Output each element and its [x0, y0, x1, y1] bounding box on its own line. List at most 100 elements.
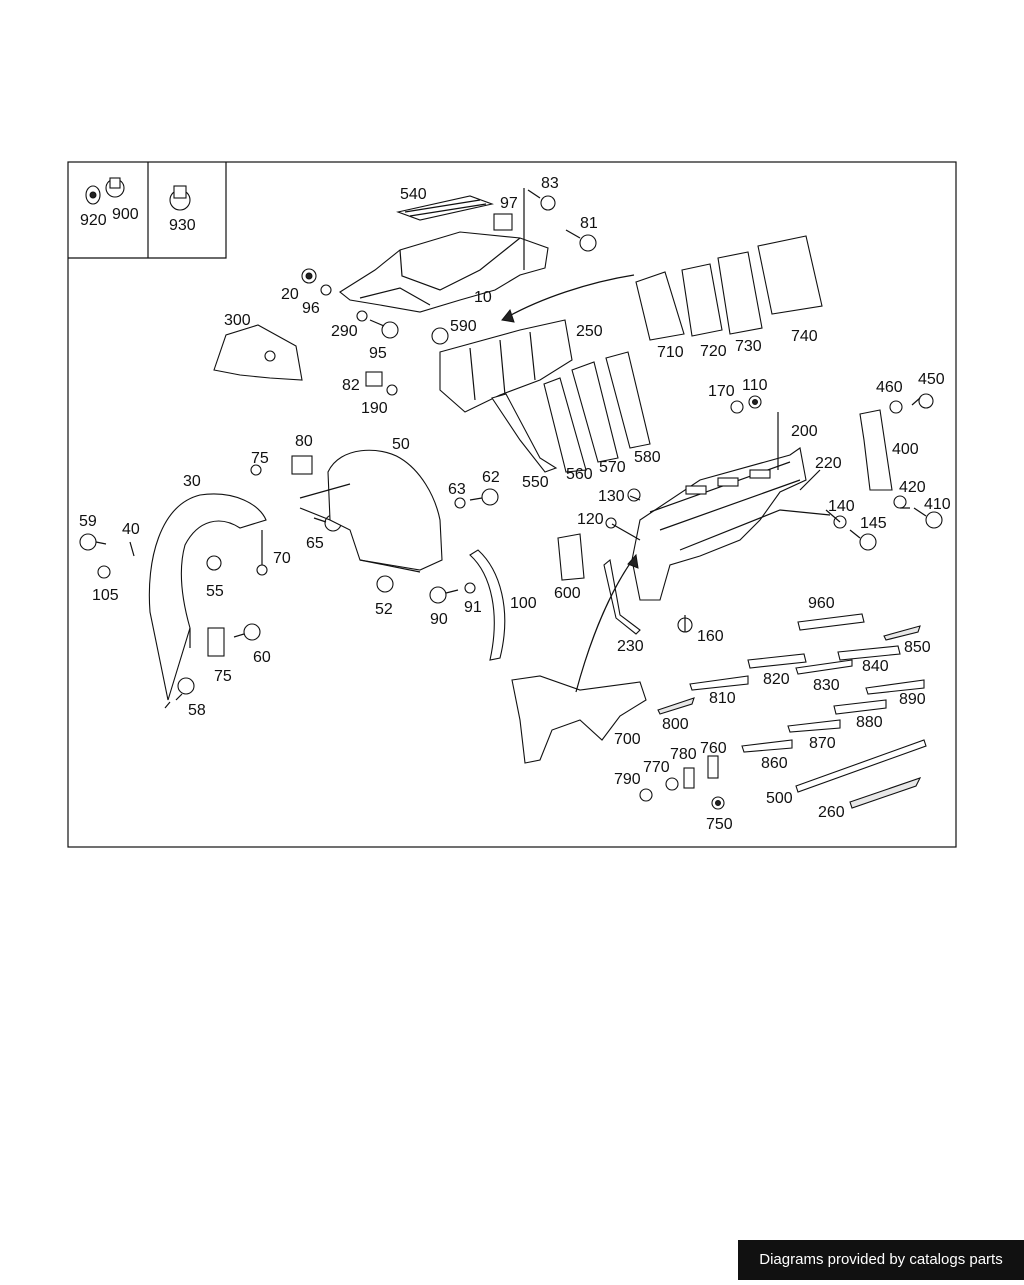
wheel-liner-50: [327, 449, 443, 571]
callout-120: 120: [577, 511, 604, 528]
callout-500: 500: [766, 790, 793, 807]
callout-10: 10: [474, 289, 492, 306]
callout-740: 740: [791, 328, 818, 345]
bumper-cover: [631, 447, 831, 601]
callout-930: 930: [169, 217, 196, 234]
callout-720: 720: [700, 343, 727, 360]
callout-880: 880: [856, 714, 883, 731]
callout-420: 420: [899, 479, 926, 496]
callout-81: 81: [580, 215, 598, 232]
callout-710: 710: [657, 344, 684, 361]
callout-780: 780: [670, 746, 697, 763]
seal-100: [469, 549, 506, 661]
callout-160: 160: [697, 628, 724, 645]
callout-250: 250: [576, 323, 603, 340]
callout-80: 80: [295, 433, 313, 450]
callout-20: 20: [281, 286, 299, 303]
callout-95: 95: [369, 345, 387, 362]
trim-strips: [657, 613, 927, 809]
callout-890: 890: [899, 691, 926, 708]
callout-580: 580: [634, 449, 661, 466]
callout-410: 410: [924, 496, 951, 513]
callout-850: 850: [904, 639, 931, 656]
callout-75-top: 75: [251, 450, 269, 467]
callout-65: 65: [306, 535, 324, 552]
flap-700: [511, 675, 647, 764]
callout-62: 62: [482, 469, 500, 486]
callout-450: 450: [918, 371, 945, 388]
underbody-panel: [439, 319, 573, 413]
callout-labels: 920 900 930 540 97 83 81 10 20 96 290 95…: [79, 175, 951, 833]
callout-260: 260: [818, 804, 845, 821]
callout-300: 300: [224, 312, 251, 329]
callout-590: 590: [450, 318, 477, 335]
callout-70: 70: [273, 550, 291, 567]
callout-290: 290: [331, 323, 358, 340]
callout-220: 220: [815, 455, 842, 472]
sealing-strips: [491, 351, 651, 473]
callout-550: 550: [522, 474, 549, 491]
callout-830: 830: [813, 677, 840, 694]
callout-820: 820: [763, 671, 790, 688]
leader-lines: [611, 412, 910, 541]
arrow-lower: [575, 554, 637, 693]
callout-730: 730: [735, 338, 762, 355]
callout-63: 63: [448, 481, 466, 498]
callout-170: 170: [708, 383, 735, 400]
callout-140: 140: [828, 498, 855, 515]
callout-960: 960: [808, 595, 835, 612]
callout-130: 130: [598, 488, 625, 505]
callout-40: 40: [122, 521, 140, 538]
wheel-liner-30: [148, 493, 267, 701]
callout-570: 570: [599, 459, 626, 476]
callout-91: 91: [464, 599, 482, 616]
callout-800: 800: [662, 716, 689, 733]
callout-860: 860: [761, 755, 788, 772]
inset-clips: [85, 177, 191, 211]
callout-190: 190: [361, 400, 388, 417]
callout-100: 100: [510, 595, 537, 612]
callout-870: 870: [809, 735, 836, 752]
callout-145: 145: [860, 515, 887, 532]
callout-60: 60: [253, 649, 271, 666]
callout-52: 52: [375, 601, 393, 618]
callout-750: 750: [706, 816, 733, 833]
diagram-frame: [67, 161, 957, 848]
callout-700: 700: [614, 731, 641, 748]
callout-50: 50: [392, 436, 410, 453]
callout-790: 790: [614, 771, 641, 788]
callout-920: 920: [80, 212, 107, 229]
callout-460: 460: [876, 379, 903, 396]
callout-600: 600: [554, 585, 581, 602]
callout-55: 55: [206, 583, 224, 600]
callout-840: 840: [862, 658, 889, 675]
callout-82: 82: [342, 377, 360, 394]
callout-83: 83: [541, 175, 559, 192]
callout-30: 30: [183, 473, 201, 490]
arrow-upper: [501, 274, 635, 321]
part-230: [603, 558, 641, 635]
callout-59: 59: [79, 513, 97, 530]
callout-770: 770: [643, 759, 670, 776]
callout-540: 540: [400, 186, 427, 203]
bracket-400: [859, 409, 893, 491]
bracket-300: [213, 324, 303, 381]
callout-810: 810: [709, 690, 736, 707]
callout-90: 90: [430, 611, 448, 628]
callout-110: 110: [742, 377, 768, 394]
callout-760: 760: [700, 740, 727, 757]
callout-230: 230: [617, 638, 644, 655]
callout-560: 560: [566, 466, 593, 483]
callout-105: 105: [92, 587, 119, 604]
callout-900: 900: [112, 206, 139, 223]
inset-boxes: [68, 162, 227, 259]
callout-96: 96: [302, 300, 320, 317]
credit-banner: Diagrams provided by catalogs parts: [738, 1240, 1024, 1280]
callout-400: 400: [892, 441, 919, 458]
part-600: [557, 533, 585, 581]
upper-carrier: [339, 188, 549, 313]
callout-200: 200: [791, 423, 818, 440]
sound-pads: [635, 235, 823, 341]
